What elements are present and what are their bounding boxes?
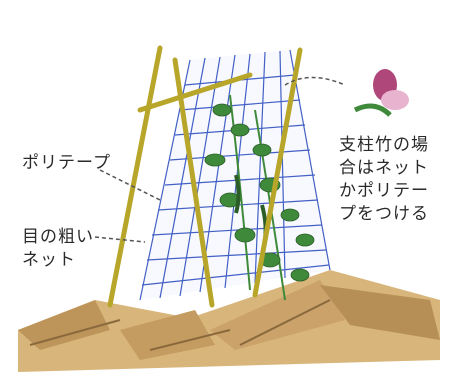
soil-beds <box>18 270 440 372</box>
coarse-net-line-2: ネット <box>22 250 76 270</box>
polytape-label: ポリテープ <box>22 152 111 175</box>
pea-flower-inset <box>353 69 409 117</box>
coarse-net-line-1: 目の粗い <box>22 227 94 247</box>
leader-lines <box>94 76 346 243</box>
bamboo-poles <box>107 45 303 308</box>
polytape-text: ポリテープ <box>22 153 111 173</box>
note-line-4: プをつける <box>339 204 429 224</box>
coarse-net-label: 目の粗い ネット <box>22 226 94 272</box>
trellis-net <box>139 49 331 301</box>
bamboo-note-label: 支柱竹の場 合はネット かポリテー プをつける <box>339 134 429 226</box>
note-line-3: かポリテー <box>339 181 429 201</box>
note-line-1: 支柱竹の場 <box>339 135 429 155</box>
note-line-2: 合はネット <box>339 158 429 178</box>
